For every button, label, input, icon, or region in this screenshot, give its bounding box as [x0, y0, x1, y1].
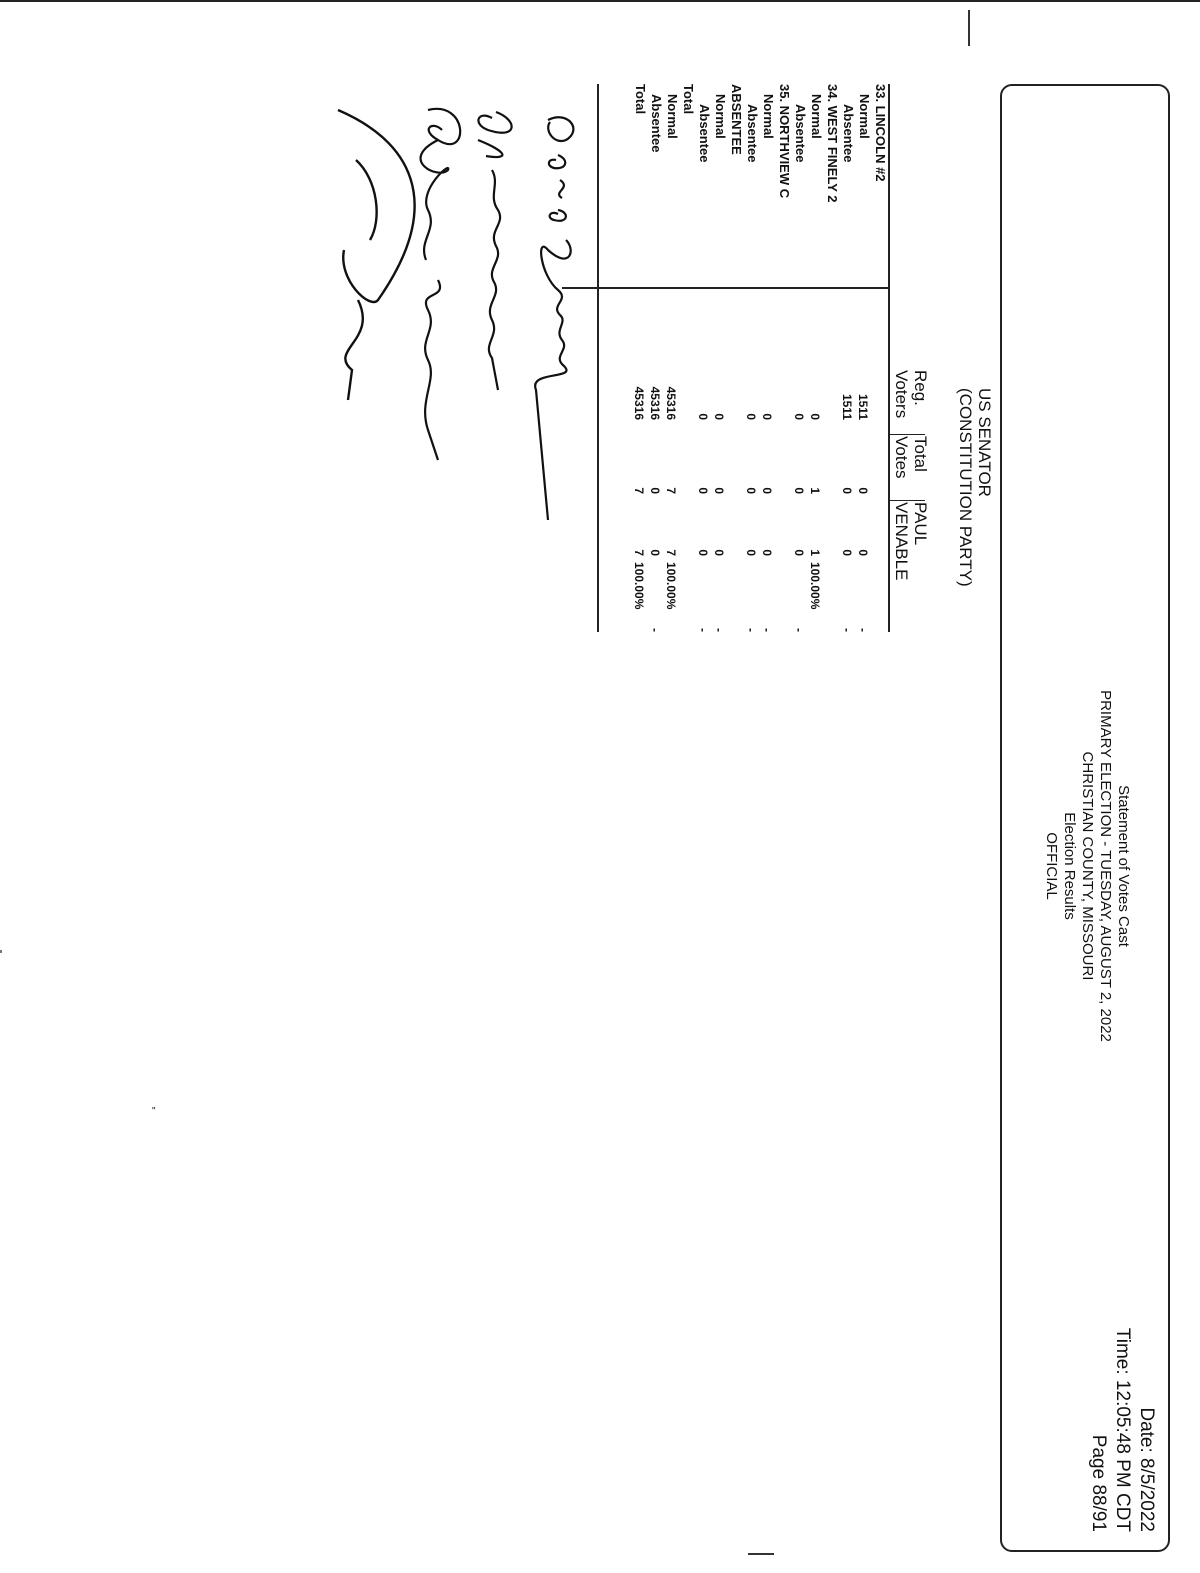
- reg-voters-cell: 1511: [856, 393, 870, 420]
- report-title: Statement of Votes Cast: [1115, 785, 1132, 947]
- reg-voters-cell: 0: [760, 413, 774, 420]
- scan-dot: [0, 950, 2, 953]
- precinct-row-label: Normal: [713, 94, 728, 139]
- precinct-row-label: Total: [681, 84, 696, 115]
- precinct-row-label: Normal: [809, 94, 824, 139]
- contest-office: US SENATOR: [975, 388, 994, 497]
- column-header-candidate: PAUL VENABLE: [892, 502, 930, 581]
- total-votes-cell: 0: [760, 487, 774, 494]
- candidate-votes-cell: 7: [664, 549, 678, 556]
- candidate-votes-cell: 0: [712, 549, 726, 556]
- report-date: Date: 8/5/2022: [1136, 1407, 1157, 1532]
- candidate-votes-cell: 7: [632, 549, 646, 556]
- report-subtitle: Election Results: [1061, 812, 1078, 920]
- precinct-row-label: Normal: [857, 94, 872, 139]
- candidate-percent-cell: 100.00%: [808, 562, 822, 610]
- report-status: OFFICIAL: [1043, 832, 1060, 900]
- reg-voters-cell: 0: [696, 413, 710, 420]
- precinct-row-label: Absentee: [649, 94, 664, 153]
- scan-mark: [748, 1553, 774, 1555]
- precinct-row-label: Absentee: [697, 104, 712, 163]
- column-header-reg-voters: Reg. Voters: [892, 370, 930, 419]
- report-time: Time: 12:05:48 PM CDT: [1112, 1327, 1133, 1532]
- total-votes-cell: 0: [696, 487, 710, 494]
- precinct-row-label: Normal: [761, 94, 776, 139]
- candidate-votes-cell: 0: [760, 549, 774, 556]
- reg-voters-cell: 45316: [664, 386, 678, 420]
- header-center-block: Statement of Votes Cast PRIMARY ELECTION…: [1042, 686, 1132, 1046]
- candidate-percent-cell: -: [856, 628, 870, 632]
- candidate-percent-cell: -: [696, 628, 710, 632]
- precinct-row-label: Normal: [665, 94, 680, 139]
- candidate-votes-cell: 0: [648, 549, 662, 556]
- signature-1: [534, 116, 575, 521]
- total-votes-cell: 1: [808, 487, 822, 494]
- candidate-votes-cell: 0: [792, 549, 806, 556]
- reg-voters-cell: 1511: [840, 393, 854, 420]
- candidate-votes-cell: 0: [840, 549, 854, 556]
- precinct-row-label: Absentee: [793, 104, 808, 163]
- total-votes-cell: 7: [664, 487, 678, 494]
- table-total-rule: [597, 84, 599, 632]
- scan-mark: [968, 10, 970, 46]
- table-label-divider: [562, 287, 888, 289]
- precinct-row-label: Total: [633, 84, 648, 115]
- candidate-percent-cell: 100.00%: [664, 562, 678, 610]
- candidate-votes-cell: 0: [696, 549, 710, 556]
- candidate-percent-cell: -: [792, 628, 806, 632]
- candidate-votes-cell: 0: [744, 549, 758, 556]
- scan-quote-mark: ": [152, 1106, 156, 1117]
- candidate-percent-cell: -: [648, 628, 662, 632]
- signature-2: [477, 110, 513, 391]
- column-header-total-votes: Total Votes: [892, 436, 930, 479]
- precinct-row-label: Absentee: [745, 104, 760, 163]
- total-votes-cell: 7: [632, 487, 646, 494]
- reg-voters-cell: 0: [744, 413, 758, 420]
- total-votes-cell: 0: [648, 487, 662, 494]
- page-number: Page 88/91: [1088, 1434, 1109, 1532]
- signature-4: [337, 108, 416, 401]
- column-separator: [889, 500, 925, 501]
- candidate-votes-cell: 1: [808, 549, 822, 556]
- table-top-rule: [888, 84, 890, 632]
- header-meta: Date: 8/5/2022 Time: 12:05:48 PM CDT Pag…: [1086, 1328, 1158, 1532]
- contest-title: US SENATOR (CONSTITUTION PARTY): [956, 388, 994, 628]
- scan-edge-line: [0, 0, 1200, 2]
- reg-voters-cell: 0: [808, 413, 822, 420]
- precinct-row-label: 34. WEST FINELY 2: [825, 84, 840, 203]
- total-votes-cell: 0: [792, 487, 806, 494]
- county-name: CHRISTIAN COUNTY, MISSOURI: [1079, 751, 1096, 981]
- column-separator: [889, 434, 925, 435]
- precinct-row-label: ABSENTEE: [729, 84, 744, 155]
- candidate-percent-cell: -: [712, 628, 726, 632]
- candidate-percent-cell: -: [840, 628, 854, 632]
- total-votes-cell: 0: [744, 487, 758, 494]
- reg-voters-cell: 0: [712, 413, 726, 420]
- candidate-percent-cell: -: [760, 628, 774, 632]
- total-votes-cell: 0: [712, 487, 726, 494]
- candidate-votes-cell: 0: [856, 549, 870, 556]
- candidate-percent-cell: -: [744, 628, 758, 632]
- precinct-row-label: 35. NORTHVIEW C: [777, 84, 792, 199]
- reg-voters-cell: 45316: [632, 386, 646, 420]
- signatures-area: [337, 107, 575, 521]
- precinct-row-label: Absentee: [841, 104, 856, 163]
- election-name: PRIMARY ELECTION - TUESDAY, AUGUST 2, 20…: [1097, 690, 1114, 1042]
- candidate-percent-cell: 100.00%: [632, 562, 646, 610]
- reg-voters-cell: 45316: [648, 386, 662, 420]
- signature-3: [419, 107, 462, 461]
- report-header: Statement of Votes Cast PRIMARY ELECTION…: [1000, 84, 1170, 1552]
- total-votes-cell: 0: [856, 487, 870, 494]
- total-votes-cell: 0: [840, 487, 854, 494]
- contest-party: (CONSTITUTION PARTY): [956, 388, 975, 587]
- reg-voters-cell: 0: [792, 413, 806, 420]
- precinct-row-label: 33. LINCOLN #2: [873, 84, 888, 182]
